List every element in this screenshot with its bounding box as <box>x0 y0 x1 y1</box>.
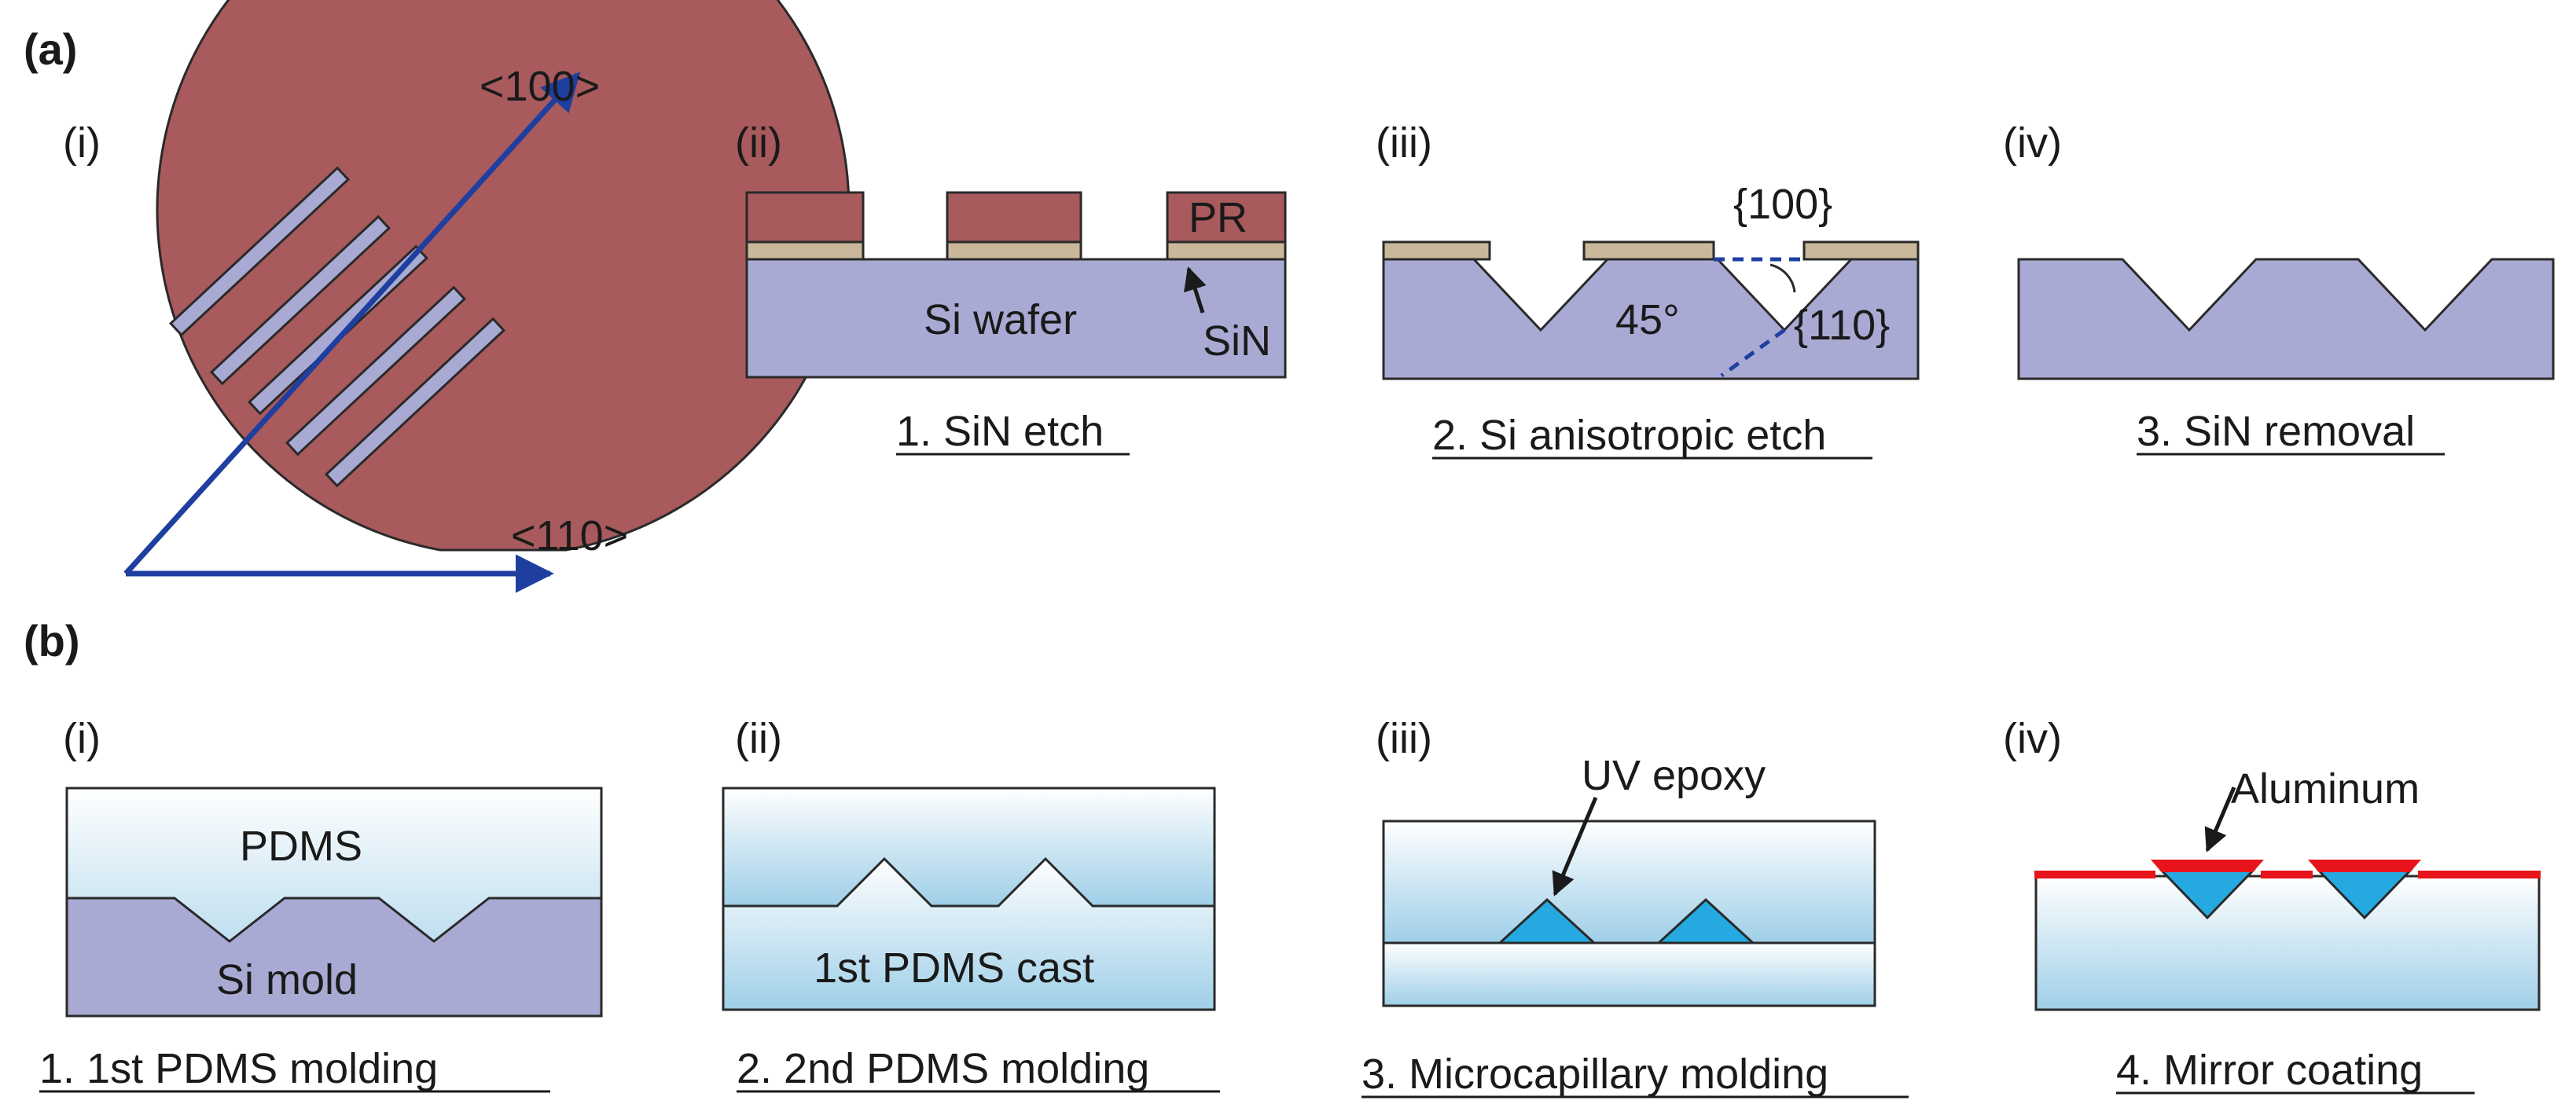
si-wafer-label: Si wafer <box>924 296 1077 343</box>
step-b-1-title: 1. 1st PDMS molding <box>39 1045 438 1092</box>
wafer-stripe <box>169 166 350 337</box>
uv-epoxy-channel <box>1655 897 1756 944</box>
second-pdms-layer <box>722 787 1216 908</box>
step-b-2-title: 2. 2nd PDMS molding <box>737 1045 1149 1092</box>
wafer-diagram <box>123 0 851 593</box>
wafer-stripe <box>325 317 505 488</box>
si-mold-label: Si mold <box>216 956 358 1003</box>
panel-b-i-label: (i) <box>63 715 101 762</box>
sin-mask <box>1382 240 1491 261</box>
direction-label-110: <110> <box>511 512 628 559</box>
pr-label: PR <box>1189 194 1248 241</box>
aluminum-cap <box>2308 860 2421 872</box>
aluminum-coating <box>2034 860 2541 878</box>
wafer-stripe <box>210 215 391 386</box>
direction-arrow-100 <box>123 72 581 576</box>
photoresist-block <box>946 191 1082 244</box>
uv-epoxy-label: UV epoxy <box>1582 752 1766 799</box>
photoresist-block <box>745 191 865 244</box>
step-a-2-title: 2. Si anisotropic etch <box>1432 412 1826 459</box>
mirror-coating-diagram <box>2034 869 2541 1011</box>
microcapillary-diagram <box>1382 820 1876 1007</box>
uv-epoxy-channel <box>1497 897 1597 944</box>
first-pdms-cast-layer <box>722 856 1216 1011</box>
panel-b-iii-label: (iii) <box>1376 715 1432 762</box>
sin-mask <box>1582 240 1715 261</box>
panel-a-ii-label: (ii) <box>735 119 782 167</box>
step-b-3-title: 3. Microcapillary molding <box>1361 1051 1828 1098</box>
direction-label-100: <100> <box>480 63 600 110</box>
pdms-lower-block <box>1382 941 1876 1007</box>
aluminum-strip <box>2418 871 2541 878</box>
panel-b-label: (b) <box>24 616 80 666</box>
aluminum-strip <box>2034 871 2155 878</box>
first-pdms-cast-label: 1st PDMS cast <box>814 944 1094 992</box>
second-molding-diagram <box>722 787 1216 1011</box>
panel-a-label: (a) <box>24 24 77 74</box>
si-mold-block <box>2017 258 2555 380</box>
sin-layer <box>946 240 1082 261</box>
wafer-channel-stripes <box>169 166 505 488</box>
sin-label: SiN <box>1203 317 1271 365</box>
step-b-4-title: 4. Mirror coating <box>2116 1047 2423 1094</box>
panel-a-i-label: (i) <box>63 119 101 167</box>
plane-110-label: {110} <box>1794 302 1890 349</box>
aluminum-label: Aluminum <box>2231 765 2420 812</box>
wafer-stripe <box>285 285 466 457</box>
step-a-1-title: 1. SiN etch <box>896 408 1104 455</box>
photoresist-block <box>1166 191 1287 244</box>
sin-layer <box>1166 240 1287 261</box>
uv-epoxy-pointer-arrow <box>1552 797 1598 897</box>
aluminum-pointer-arrow <box>2204 787 2236 853</box>
sin-mask <box>1802 240 1920 261</box>
si-mold-layer <box>65 897 603 1018</box>
pdms-device-block <box>2034 875 2541 1011</box>
pdms-label: PDMS <box>240 823 362 870</box>
angle-label: 45° <box>1615 296 1680 343</box>
angle-arc <box>1769 263 1796 293</box>
sin-layer <box>745 240 865 261</box>
panel-b-ii-label: (ii) <box>735 715 782 762</box>
pdms-upper-block <box>1382 820 1876 944</box>
plane-110-dashed-line <box>1720 328 1786 378</box>
panel-b-iv-label: (iv) <box>2003 715 2062 762</box>
panel-a-iv-label: (iv) <box>2003 119 2062 167</box>
first-molding-diagram <box>65 787 603 1018</box>
aluminum-strip <box>2261 871 2313 878</box>
panel-a-iii-label: (iii) <box>1376 119 1432 167</box>
aluminum-cap <box>2151 860 2264 872</box>
sin-pointer-arrow <box>1183 266 1207 314</box>
step-a-3-title: 3. SiN removal <box>2137 408 2415 455</box>
plane-100-label: {100} <box>1733 181 1832 228</box>
